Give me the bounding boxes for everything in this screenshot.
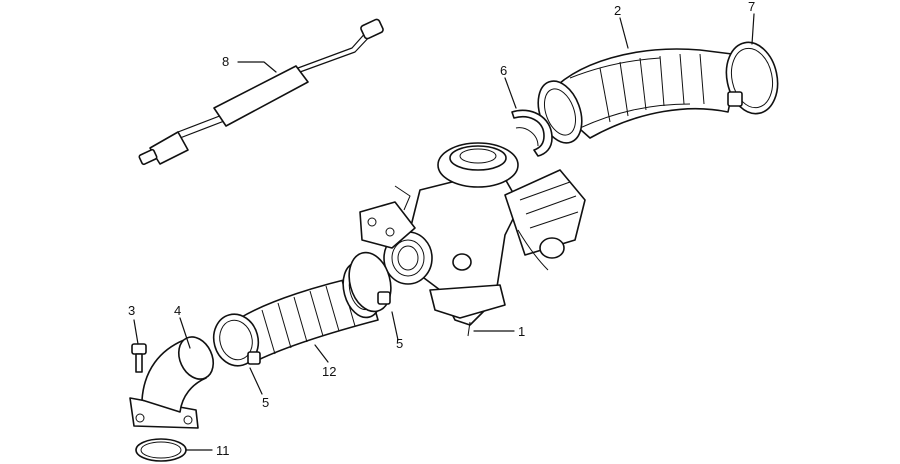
cable-part-8 (138, 18, 384, 166)
callout-5-left: 5 (262, 395, 269, 410)
clamp-part-7 (725, 41, 779, 115)
callout-1: 1 (518, 324, 525, 339)
intake-hose-part-2 (537, 48, 741, 144)
clamp-part-5-left (212, 313, 261, 367)
callout-3: 3 (128, 303, 135, 318)
clamp-ring-part-6 (511, 109, 553, 157)
callout-leaders (133, 13, 755, 451)
callout-4: 4 (174, 303, 181, 318)
carburetor-part-1 (359, 142, 586, 337)
o-ring-part-11 (135, 438, 187, 462)
callout-2: 2 (614, 3, 621, 18)
clamp-part-5-right (348, 251, 392, 313)
callout-8: 8 (222, 54, 229, 69)
callout-6: 6 (500, 63, 507, 78)
elbow-manifold-part-4 (129, 336, 215, 429)
callout-7: 7 (748, 0, 755, 14)
callout-12: 12 (322, 364, 336, 379)
bolt-part-3 (131, 343, 147, 373)
callout-11: 11 (216, 443, 230, 458)
callout-5-right: 5 (396, 336, 403, 351)
